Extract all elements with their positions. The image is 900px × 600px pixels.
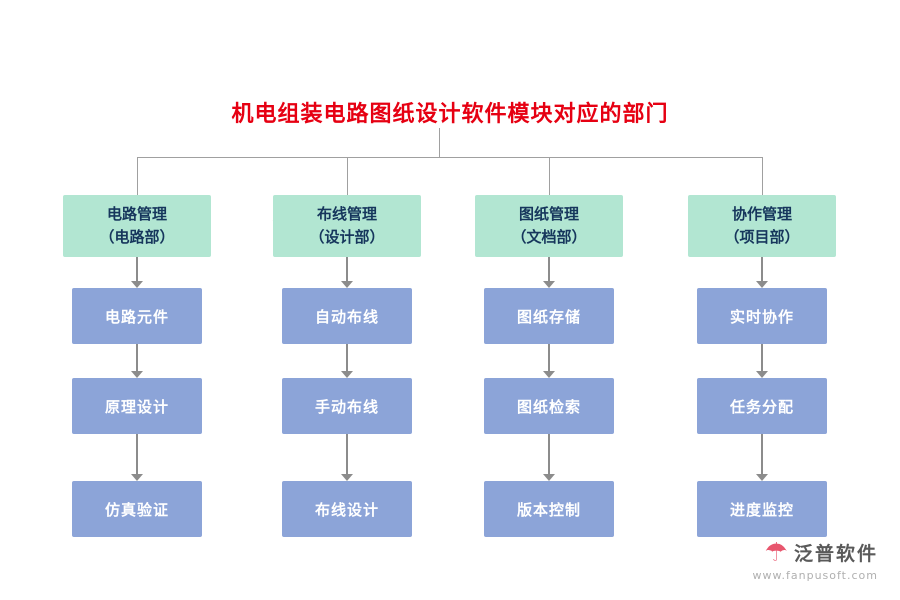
- arrow-down-icon: [136, 257, 138, 281]
- department-header-box: 图纸管理 （文档部）: [475, 195, 623, 257]
- arrow-down-icon: [548, 344, 550, 371]
- arrow-down-icon: [346, 257, 348, 281]
- connector-drop-line: [549, 158, 550, 195]
- module-box: 仿真验证: [72, 481, 202, 537]
- module-box: 手动布线: [282, 378, 412, 434]
- module-box: 电路元件: [72, 288, 202, 344]
- module-box: 实时协作: [697, 288, 827, 344]
- header-line2: （电路部）: [99, 228, 175, 246]
- connector-horizontal-line: [137, 157, 763, 158]
- header-line2: （文档部）: [511, 228, 587, 246]
- module-box: 布线设计: [282, 481, 412, 537]
- arrow-down-icon: [346, 434, 348, 474]
- module-box: 版本控制: [484, 481, 614, 537]
- header-line2: （设计部）: [309, 228, 385, 246]
- connector-drop-line: [137, 158, 138, 195]
- module-box: 任务分配: [697, 378, 827, 434]
- arrow-down-icon: [136, 344, 138, 371]
- arrow-down-icon: [548, 434, 550, 474]
- connector-drop-line: [762, 158, 763, 195]
- brand-footer: ☂ 泛普软件 www.fanpusoft.com: [752, 537, 878, 583]
- arrow-down-icon: [761, 344, 763, 371]
- arrow-down-icon: [761, 434, 763, 474]
- connector-drop-line: [347, 158, 348, 195]
- header-line1: 图纸管理: [518, 204, 579, 223]
- column-collaboration-management: 协作管理 （项目部） 实时协作 任务分配 进度监控: [682, 195, 842, 537]
- module-box: 原理设计: [72, 378, 202, 434]
- header-line2: （项目部）: [724, 228, 800, 246]
- column-wiring-management: 布线管理 （设计部） 自动布线 手动布线 布线设计: [267, 195, 427, 537]
- brand-url: www.fanpusoft.com: [752, 569, 878, 582]
- department-header-box: 布线管理 （设计部）: [273, 195, 421, 257]
- arrow-down-icon: [136, 434, 138, 474]
- column-circuit-management: 电路管理 （电路部） 电路元件 原理设计 仿真验证: [57, 195, 217, 537]
- column-drawing-management: 图纸管理 （文档部） 图纸存储 图纸检索 版本控制: [469, 195, 629, 537]
- module-box: 自动布线: [282, 288, 412, 344]
- connector-stem-line: [439, 128, 440, 157]
- department-header-box: 协作管理 （项目部）: [688, 195, 836, 257]
- header-line1: 协作管理: [731, 204, 792, 223]
- arrow-down-icon: [761, 257, 763, 281]
- arrow-down-icon: [346, 344, 348, 371]
- module-box: 进度监控: [697, 481, 827, 537]
- umbrella-logo-icon: ☂: [764, 537, 788, 568]
- module-box: 图纸检索: [484, 378, 614, 434]
- module-box: 图纸存储: [484, 288, 614, 344]
- arrow-down-icon: [548, 257, 550, 281]
- header-line1: 布线管理: [316, 204, 377, 223]
- department-header-box: 电路管理 （电路部）: [63, 195, 211, 257]
- diagram-title: 机电组装电路图纸设计软件模块对应的部门: [231, 102, 669, 127]
- header-line1: 电路管理: [106, 204, 167, 223]
- brand-name: 泛普软件: [793, 543, 878, 565]
